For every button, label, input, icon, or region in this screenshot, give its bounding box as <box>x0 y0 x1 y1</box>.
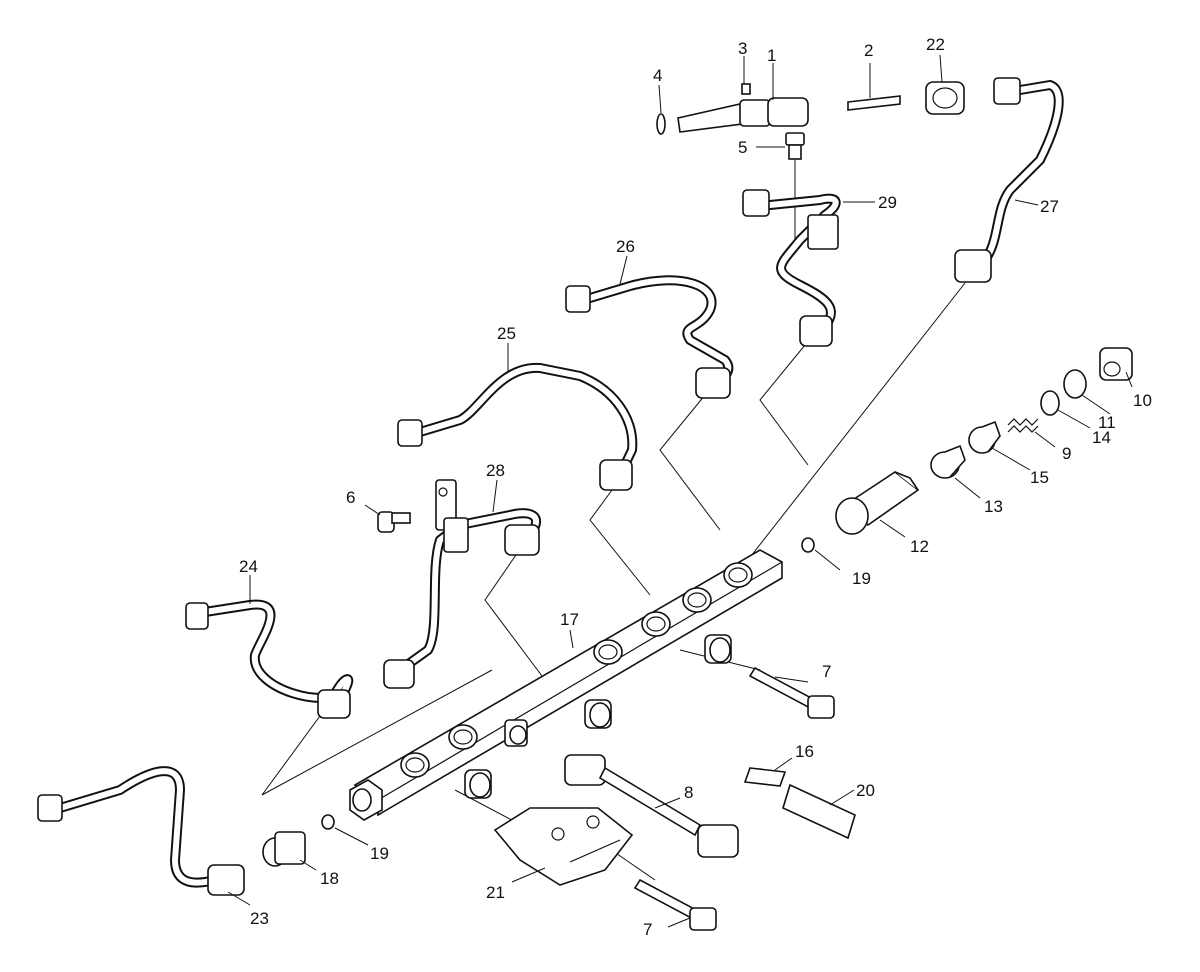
rail-port <box>641 611 671 637</box>
callout-23: 23 <box>250 909 269 928</box>
part-22-nut <box>925 81 965 115</box>
callout-leaders <box>227 54 1133 928</box>
callout-3: 3 <box>738 39 747 58</box>
callout-19: 19 <box>370 844 389 863</box>
part-8-sensor <box>564 754 739 858</box>
callout-1: 1 <box>767 46 776 65</box>
rail-port <box>723 562 753 588</box>
callout-21: 21 <box>486 883 505 902</box>
part-20-label <box>782 783 856 840</box>
callout-18: 18 <box>320 869 339 888</box>
callout-5: 5 <box>738 138 747 157</box>
part-11-washer <box>1063 369 1087 399</box>
callout-28: 28 <box>486 461 505 480</box>
injection-tube-23 <box>37 766 245 896</box>
part-16-label <box>743 767 787 787</box>
part-4-ring <box>656 113 666 135</box>
callout-6: 6 <box>346 488 355 507</box>
rail-port <box>593 639 623 665</box>
rail-port <box>682 587 712 613</box>
callout-25: 25 <box>497 324 516 343</box>
callout-10: 10 <box>1133 391 1152 410</box>
callout-8: 8 <box>684 783 693 802</box>
part-13-sleeve <box>930 444 966 479</box>
rail-port <box>400 752 430 778</box>
part-12-valve-body <box>835 471 920 535</box>
callout-7: 7 <box>643 920 652 939</box>
callout-16: 16 <box>795 742 814 761</box>
callout-29: 29 <box>878 193 897 212</box>
part-1-connector <box>677 97 809 133</box>
callout-9: 9 <box>1062 444 1071 463</box>
callout-20: 20 <box>856 781 875 800</box>
injection-tube-29 <box>742 189 841 347</box>
callout-22: 22 <box>926 35 945 54</box>
rail-boss <box>464 769 492 799</box>
rail-boss <box>704 634 732 664</box>
rail-boss <box>584 699 612 729</box>
callout-19: 19 <box>852 569 871 588</box>
callout-11: 11 <box>1098 413 1116 432</box>
part-9-spring <box>1007 418 1039 433</box>
callout-4: 4 <box>653 66 662 85</box>
injection-tube-25 <box>397 362 638 491</box>
injection-tube-28 <box>383 479 541 689</box>
part-3-pin <box>741 83 751 95</box>
injection-tube-26 <box>565 275 734 399</box>
part-21-bracket <box>493 807 634 886</box>
callout-labels: 1 2 3 4 5 6 7 7 8 9 10 11 12 13 14 15 16… <box>239 35 1152 939</box>
part-18-plug <box>262 831 306 867</box>
part-10-cap <box>1099 347 1133 381</box>
callout-14: 14 <box>1092 428 1111 447</box>
injection-tube-27 <box>954 77 1064 283</box>
part-7-bolt <box>633 878 717 931</box>
part-5-bolt <box>785 132 805 160</box>
rail-port <box>448 724 478 750</box>
part-2-rod <box>847 95 901 111</box>
injection-tube-24 <box>185 599 354 719</box>
part-19-oring <box>321 814 335 830</box>
part-7-bolt <box>748 666 835 719</box>
part-19-oring <box>801 537 815 553</box>
callout-24: 24 <box>239 557 258 576</box>
callout-2: 2 <box>864 41 873 60</box>
callout-15: 15 <box>1030 468 1049 487</box>
callout-26: 26 <box>616 237 635 256</box>
callout-27: 27 <box>1040 197 1059 216</box>
part-14-washer <box>1040 390 1060 416</box>
part-6-bolt <box>377 511 411 533</box>
callout-13: 13 <box>984 497 1003 516</box>
part-15-sleeve <box>968 420 1001 454</box>
callout-17: 17 <box>560 610 579 629</box>
callout-7: 7 <box>822 662 831 681</box>
callout-12: 12 <box>910 537 929 556</box>
fuel-rail <box>349 549 783 821</box>
